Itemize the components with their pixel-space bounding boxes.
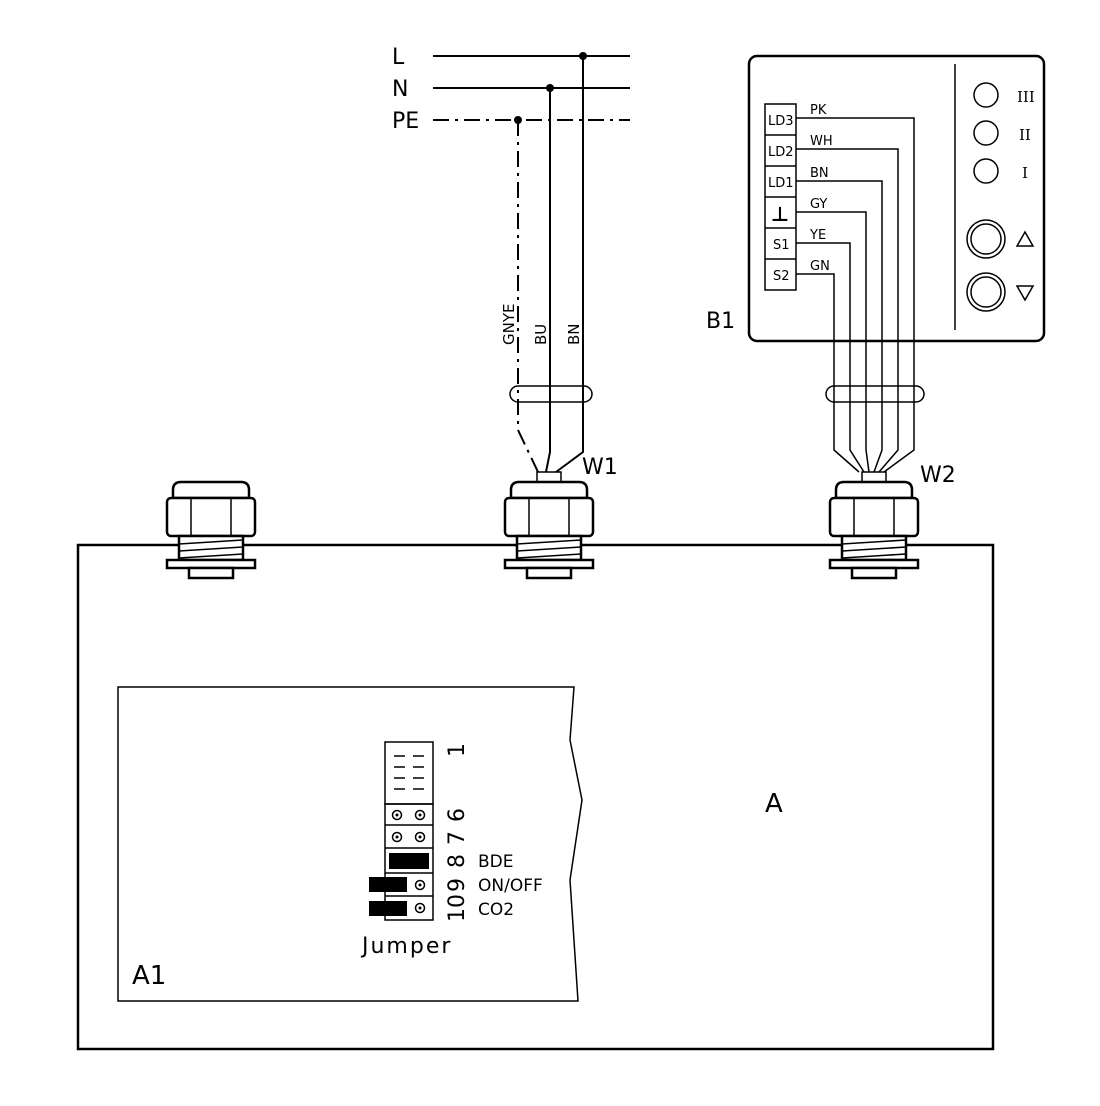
supply-lines: L N PE bbox=[392, 45, 630, 134]
b1-terminal-s2: S2 bbox=[773, 269, 790, 284]
w2-label: W2 bbox=[920, 463, 956, 488]
w1-core-gnye bbox=[517, 120, 539, 473]
supply-n-label: N bbox=[392, 77, 408, 102]
device-a: A bbox=[76, 543, 995, 1051]
b1-indicators: III II I bbox=[973, 82, 1035, 184]
wire-gy bbox=[796, 211, 870, 473]
w1-core-bu bbox=[545, 88, 551, 473]
wire-label-gn: GN bbox=[810, 259, 830, 274]
indicator-label-1: I bbox=[1022, 164, 1028, 182]
indicator-label-3: III bbox=[1017, 88, 1035, 106]
terminal-7-screws bbox=[391, 831, 426, 843]
b1-terminal-ld2: LD2 bbox=[768, 145, 794, 160]
board-outline bbox=[117, 686, 583, 1002]
b1-terminal-ld3: LD3 bbox=[768, 114, 794, 129]
jumper-bde bbox=[389, 853, 429, 869]
down-button[interactable] bbox=[966, 272, 1035, 312]
b1-buttons bbox=[966, 219, 1035, 312]
supply-l-label: L bbox=[392, 45, 405, 70]
w1-core-label-bu: BU bbox=[532, 324, 550, 345]
wire-ye bbox=[796, 242, 865, 473]
terminal-number-9: 9 bbox=[445, 878, 470, 892]
down-arrow-icon bbox=[1015, 285, 1035, 302]
b1-terminal-ld1: LD1 bbox=[768, 176, 794, 191]
w1-core-bn bbox=[555, 56, 584, 473]
terminal-number-10: 10 bbox=[445, 894, 470, 922]
wire-gn bbox=[796, 273, 860, 473]
cable-gland-left bbox=[165, 480, 257, 580]
b1-terminal-ground: ⊥ bbox=[771, 202, 789, 226]
cable-w1: GNYE BU BN W1 bbox=[500, 56, 618, 483]
wire-label-gy: GY bbox=[810, 197, 827, 212]
w1-label: W1 bbox=[582, 455, 618, 480]
jumper-function-on-off: ON/OFF bbox=[478, 876, 543, 896]
indicator-label-2: II bbox=[1019, 126, 1031, 144]
wire-bn bbox=[796, 180, 883, 473]
indicator-lamp-2 bbox=[973, 120, 999, 146]
supply-pe-label: PE bbox=[392, 109, 419, 134]
b1-housing bbox=[747, 54, 1046, 343]
device-housing bbox=[76, 543, 995, 1051]
b1-terminal-block: LD3 LD2 LD1 ⊥ S1 S2 bbox=[764, 103, 797, 291]
wire-pk bbox=[796, 117, 915, 473]
wire-label-ye: YE bbox=[809, 228, 826, 243]
b1-label: B1 bbox=[706, 309, 735, 334]
terminal-6-screws bbox=[391, 809, 426, 821]
terminal-9 bbox=[369, 877, 426, 892]
terminal-number-8: 8 bbox=[445, 854, 470, 868]
jumper-caption: Jumper bbox=[360, 934, 452, 959]
indicator-lamp-1 bbox=[973, 158, 999, 184]
b1-wires: PK WH BN GY YE GN bbox=[796, 103, 915, 473]
up-arrow-icon bbox=[1015, 230, 1035, 247]
jumper-function-co2: CO2 bbox=[478, 900, 514, 920]
jumper-function-bde: BDE bbox=[478, 852, 514, 872]
b1-terminal-s1: S1 bbox=[773, 238, 790, 253]
terminal-number-6: 6 bbox=[445, 808, 470, 822]
board-label: A1 bbox=[132, 961, 166, 991]
board-a1: A1 bbox=[117, 686, 583, 1002]
device-label: A bbox=[765, 789, 783, 819]
terminal-number-7: 7 bbox=[445, 831, 470, 845]
w2-cable-end bbox=[861, 471, 887, 483]
terminal-number-1: 1 bbox=[445, 743, 470, 757]
jumper-co2 bbox=[369, 901, 407, 916]
control-unit-b1: B1 LD3 LD2 LD1 ⊥ S1 S2 PK WH BN bbox=[706, 54, 1046, 488]
wire-label-pk: PK bbox=[810, 103, 827, 118]
indicator-lamp-3 bbox=[973, 82, 999, 108]
w1-sleeve bbox=[509, 385, 593, 403]
up-button[interactable] bbox=[966, 219, 1035, 259]
w1-core-label-gnye: GNYE bbox=[500, 304, 518, 345]
cable-gland-w2 bbox=[828, 480, 920, 580]
jumper-on-off bbox=[369, 877, 407, 892]
wire-wh bbox=[796, 148, 899, 473]
wire-label-wh: WH bbox=[810, 134, 833, 149]
wire-label-bn: BN bbox=[810, 166, 829, 181]
board-terminals-6-10 bbox=[384, 803, 434, 921]
w1-core-label-bn: BN bbox=[565, 323, 583, 345]
cable-gland-w1 bbox=[503, 480, 595, 580]
terminal-10 bbox=[369, 901, 426, 916]
w2-sleeve bbox=[825, 385, 925, 403]
w1-cable-end bbox=[536, 471, 562, 483]
